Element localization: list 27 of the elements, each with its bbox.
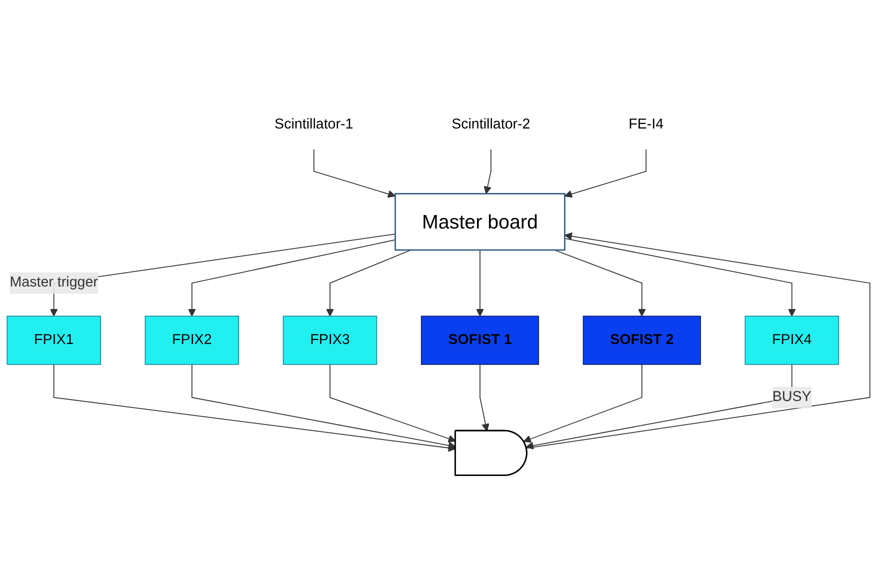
node-box: Master board <box>394 193 566 251</box>
node-box: SOFIST 2 <box>582 316 701 365</box>
node-box: FPIX1 <box>6 316 101 365</box>
arrow <box>526 364 792 450</box>
arrow <box>484 148 492 194</box>
node-text: Scintillator-1 <box>274 116 354 132</box>
arrow <box>188 239 396 317</box>
arrow <box>480 364 490 432</box>
arrow <box>191 364 456 450</box>
edge-label: Master trigger <box>10 275 98 290</box>
node-box: FPIX3 <box>282 316 378 365</box>
node-box: FPIX2 <box>144 316 240 365</box>
arrow <box>53 364 456 452</box>
arrow <box>330 364 456 442</box>
arrow <box>326 250 412 317</box>
arrow <box>564 148 647 198</box>
node-box: SOFIST 1 <box>420 316 540 365</box>
edge-label: BUSY <box>772 389 812 405</box>
arrow <box>564 238 796 317</box>
node-text: Scintillator-2 <box>452 116 530 132</box>
node-text: FE-I4 <box>628 116 664 132</box>
arrow <box>50 234 396 317</box>
arrow <box>313 148 396 198</box>
arrow <box>526 232 870 449</box>
node-box: FPIX4 <box>744 316 840 365</box>
arrow <box>476 250 484 317</box>
arrow <box>523 364 642 443</box>
